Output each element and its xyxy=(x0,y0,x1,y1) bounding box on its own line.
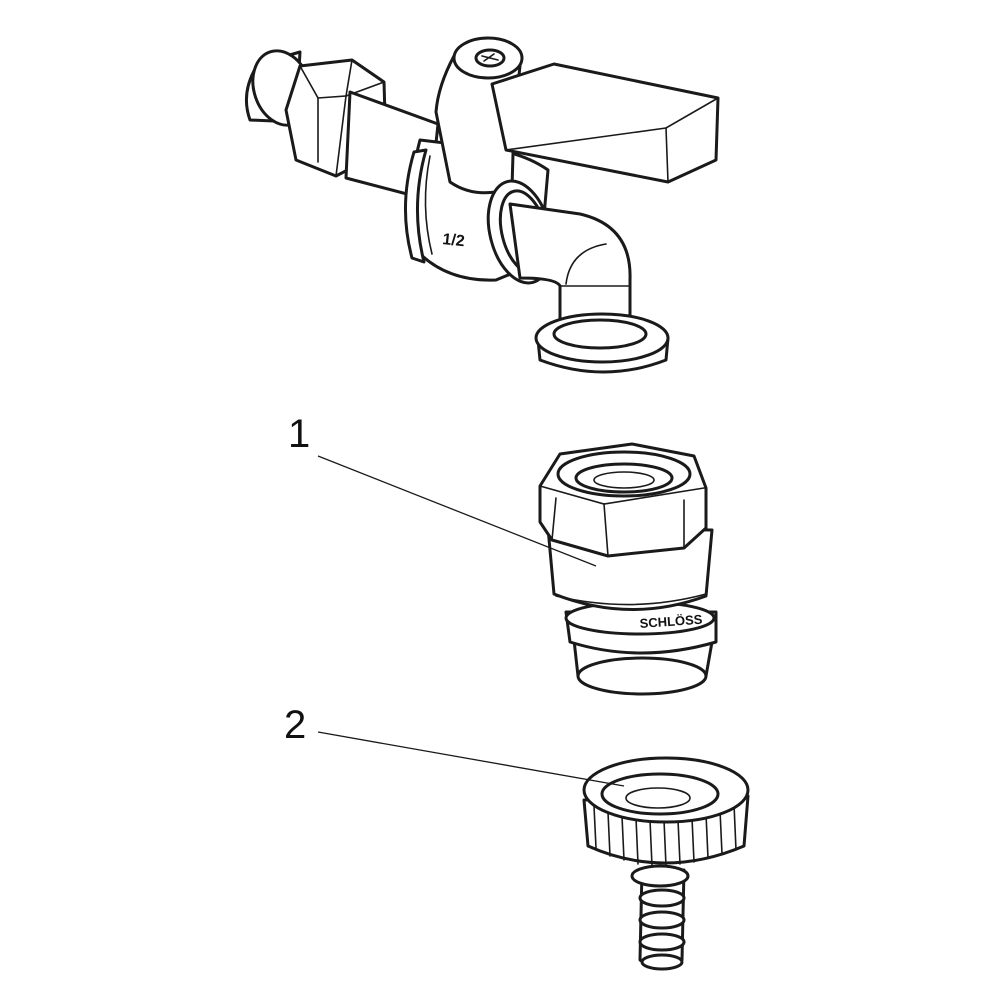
valve-hose-outlet xyxy=(534,312,670,374)
callout-2-number: 2 xyxy=(284,703,306,747)
part-2-hose-connector xyxy=(582,756,750,971)
part-1-hex-coupling: SCHLÖSS xyxy=(538,442,718,696)
callout-2: 2 xyxy=(284,703,625,787)
connector-knurled-nut xyxy=(582,756,750,867)
valve-handle xyxy=(434,36,720,195)
callout-1: 1 xyxy=(288,412,597,567)
valve-size-marking: 1/2 xyxy=(442,231,466,250)
coupling-hex-nut xyxy=(538,442,708,558)
connector-barbed-tail xyxy=(630,864,690,971)
callout-1-leader-line xyxy=(317,455,597,567)
ball-valve-tap: 1/2 xyxy=(244,36,720,374)
callout-1-number: 1 xyxy=(288,412,310,456)
callout-2-leader-line xyxy=(317,731,625,787)
coupling-brand-marking: SCHLÖSS xyxy=(639,612,703,631)
valve-elbow-spout xyxy=(508,202,632,334)
coupling-ribbed-ring: SCHLÖSS xyxy=(564,600,718,655)
